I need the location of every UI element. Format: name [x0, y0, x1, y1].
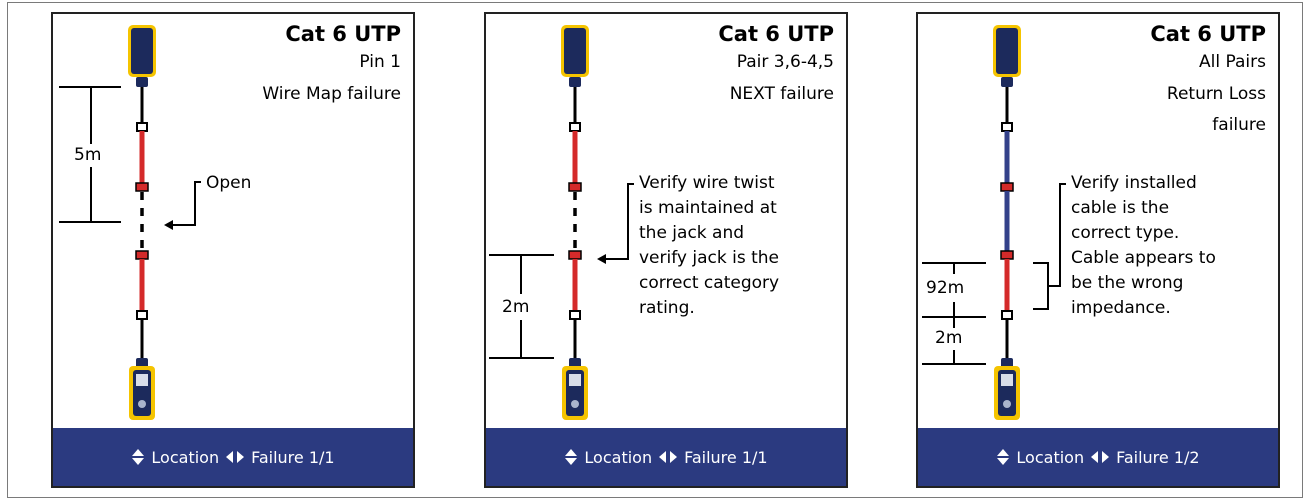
- note-line: rating.: [639, 298, 695, 318]
- failure-type-label: Wire Map failure: [262, 84, 401, 104]
- status-footer: Location Failure 1/2: [918, 428, 1278, 486]
- fault-note: Verify installed cable is the correct ty…: [1071, 171, 1216, 321]
- cable-diagram: [922, 25, 1066, 420]
- note-line: the jack and: [639, 223, 745, 243]
- note-line: impedance.: [1071, 298, 1171, 318]
- panel-next: Cat 6 UTP Pair 3,6-4,5 NEXT failure 2m V…: [484, 12, 848, 488]
- distance-label: 92m: [926, 278, 965, 298]
- left-right-arrows-icon[interactable]: [1090, 450, 1110, 464]
- frame: [7, 2, 1303, 498]
- failure-counter[interactable]: Failure 1/1: [684, 447, 768, 467]
- status-footer: Location Failure 1/1: [53, 428, 413, 486]
- note-line: verify jack is the: [639, 248, 780, 268]
- remote-connector-icon: [561, 25, 589, 87]
- remote-connector-icon: [128, 25, 156, 87]
- failure-type-label-cont: failure: [1212, 115, 1266, 135]
- distance-label: 2m: [502, 297, 530, 317]
- location-label[interactable]: Location: [1016, 447, 1085, 467]
- cable-diagram: [489, 25, 634, 420]
- failure-counter[interactable]: Failure 1/1: [251, 447, 335, 467]
- note-line: Cable appears to: [1071, 248, 1216, 268]
- tester-device-icon: [562, 358, 588, 420]
- note-line: cable is the: [1071, 198, 1170, 218]
- cable-type-title: Cat 6 UTP: [1150, 22, 1266, 46]
- note-line: correct category: [639, 273, 780, 293]
- panel-return-loss: Cat 6 UTP All Pairs Return Loss failure …: [916, 12, 1280, 488]
- tester-device-icon: [129, 358, 155, 420]
- location-label[interactable]: Location: [584, 447, 653, 467]
- note-line: Verify installed: [1071, 173, 1197, 193]
- location-label[interactable]: Location: [151, 447, 220, 467]
- remote-connector-icon: [993, 25, 1021, 87]
- failure-type-label: NEXT failure: [729, 84, 834, 104]
- cable-type-title: Cat 6 UTP: [718, 22, 834, 46]
- pin-label: Pin 1: [359, 52, 401, 72]
- pairs-label: All Pairs: [1199, 52, 1266, 72]
- distance-label: 2m: [935, 328, 963, 348]
- note-line: be the wrong: [1071, 273, 1184, 293]
- distance-label: 5m: [74, 145, 102, 165]
- left-right-arrows-icon[interactable]: [225, 450, 245, 464]
- tester-device-icon: [994, 358, 1020, 420]
- up-down-arrows-icon[interactable]: [996, 448, 1010, 466]
- panel-wire-map: Cat 6 UTP Pin 1 Wire Map failure 5m Open…: [51, 12, 415, 488]
- up-down-arrows-icon[interactable]: [564, 448, 578, 466]
- failure-counter[interactable]: Failure 1/2: [1116, 447, 1200, 467]
- cable-diagram: [59, 25, 201, 420]
- note-line: Verify wire twist: [639, 173, 775, 193]
- cable-type-title: Cat 6 UTP: [285, 22, 401, 46]
- fault-note: Open: [206, 173, 252, 193]
- note-line: correct type.: [1071, 223, 1180, 243]
- left-right-arrows-icon[interactable]: [658, 450, 678, 464]
- failure-type-label: Return Loss: [1166, 84, 1266, 104]
- fault-note: Verify wire twist is maintained at the j…: [639, 171, 779, 321]
- up-down-arrows-icon[interactable]: [131, 448, 145, 466]
- note-line: is maintained at: [639, 198, 777, 218]
- status-footer: Location Failure 1/1: [486, 428, 846, 486]
- pair-label: Pair 3,6-4,5: [736, 52, 834, 72]
